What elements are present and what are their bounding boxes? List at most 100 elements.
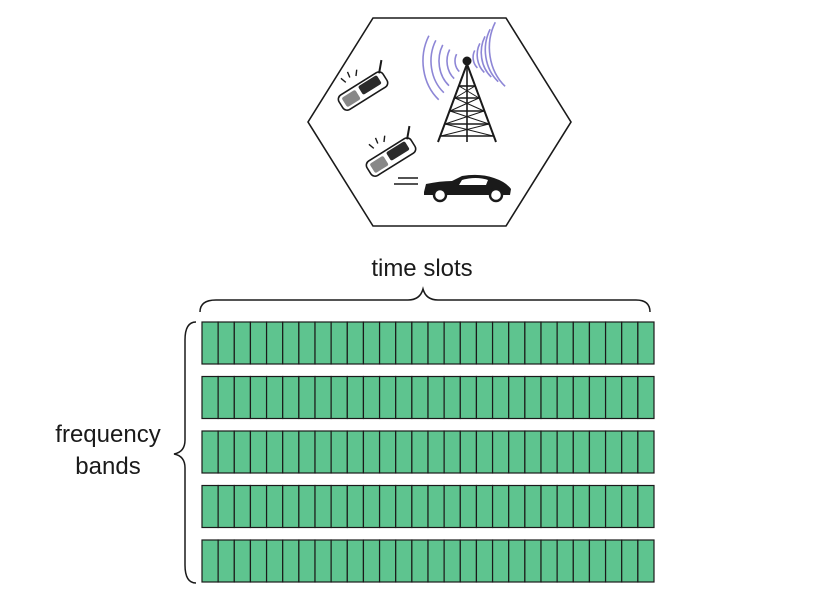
time-slot	[249, 539, 268, 583]
time-slot	[427, 484, 445, 529]
time-slot	[362, 430, 381, 474]
time-slot	[540, 375, 558, 420]
time-slot	[378, 430, 397, 474]
time-slot	[443, 484, 461, 529]
time-slot	[314, 321, 332, 365]
time-slot	[508, 430, 526, 474]
time-slot	[540, 539, 558, 583]
frequency-bands-brace	[173, 321, 197, 584]
time-slot	[556, 484, 574, 529]
time-slot	[588, 539, 607, 583]
frequency-band	[201, 321, 655, 365]
time-slot	[637, 321, 655, 365]
signal-wave-arc	[480, 35, 492, 78]
time-slot	[346, 375, 365, 420]
time-slot	[459, 430, 478, 474]
time-slot	[201, 484, 219, 529]
time-slot	[233, 375, 252, 420]
time-slot	[282, 321, 300, 365]
time-slot	[233, 321, 252, 365]
time-slot	[314, 375, 332, 420]
time-slot	[362, 539, 381, 583]
signal-wave-arc	[446, 49, 455, 80]
signal-wave-arc	[454, 53, 460, 73]
time-slot	[362, 484, 381, 529]
time-slot	[265, 484, 284, 529]
time-slot	[233, 484, 252, 529]
time-slot	[540, 484, 558, 529]
time-slot	[459, 375, 478, 420]
mobile-phone-icon	[337, 59, 389, 111]
time-slot	[475, 539, 494, 583]
time-slot	[378, 375, 397, 420]
time-slot	[249, 430, 268, 474]
time-slot	[265, 375, 284, 420]
time-slot	[491, 484, 510, 529]
time-slot	[330, 539, 348, 583]
time-slot	[395, 375, 413, 420]
time-slot	[637, 430, 655, 474]
time-slot	[508, 321, 526, 365]
time-slot	[491, 430, 510, 474]
cell-tower-icon	[422, 21, 506, 143]
time-slot	[572, 321, 591, 365]
time-slot	[249, 484, 268, 529]
frequency-band	[201, 430, 655, 474]
time-slot	[395, 321, 413, 365]
time-slot	[201, 321, 219, 365]
time-slot	[524, 321, 542, 365]
time-slot	[427, 375, 445, 420]
time-slot	[459, 539, 478, 583]
time-slot	[572, 539, 591, 583]
time-slot	[604, 321, 623, 365]
mobile-phone-icon	[365, 125, 417, 177]
time-slot	[491, 375, 510, 420]
time-slot	[475, 321, 494, 365]
hexagon-cell	[307, 17, 572, 227]
time-slot	[314, 484, 332, 529]
time-slot	[201, 375, 219, 420]
time-slot	[265, 430, 284, 474]
time-slot	[621, 321, 639, 365]
time-slot	[572, 430, 591, 474]
time-slot	[378, 484, 397, 529]
time-slot	[362, 375, 381, 420]
time-slot	[217, 430, 235, 474]
time-slot	[201, 539, 219, 583]
frequency-band	[201, 539, 655, 583]
time-slot	[298, 321, 316, 365]
time-slot	[491, 539, 510, 583]
time-slot	[411, 375, 429, 420]
time-slot	[233, 430, 252, 474]
time-slot	[637, 484, 655, 529]
time-slot	[314, 430, 332, 474]
signal-wave-arc	[430, 39, 445, 94]
time-slot	[524, 375, 542, 420]
time-slot	[588, 430, 607, 474]
time-slot	[282, 539, 300, 583]
time-slots-brace	[199, 286, 651, 313]
time-slot	[395, 430, 413, 474]
time-slot	[217, 321, 235, 365]
time-slot	[475, 375, 494, 420]
time-slot	[588, 321, 607, 365]
time-slot	[249, 321, 268, 365]
signal-wave-arc	[438, 44, 450, 87]
time-slot	[346, 430, 365, 474]
signal-wave-arc	[472, 50, 478, 69]
time-slot	[588, 375, 607, 420]
time-slot	[508, 484, 526, 529]
time-slot	[556, 430, 574, 474]
time-slot	[265, 539, 284, 583]
time-slot	[604, 375, 623, 420]
time-slot	[233, 539, 252, 583]
time-slot	[540, 321, 558, 365]
time-slot	[621, 539, 639, 583]
car-icon	[394, 174, 511, 203]
time-slot	[443, 321, 461, 365]
time-slot	[282, 430, 300, 474]
time-slot	[411, 484, 429, 529]
time-slot	[637, 539, 655, 583]
frequency-band	[201, 484, 655, 529]
time-slot	[588, 484, 607, 529]
